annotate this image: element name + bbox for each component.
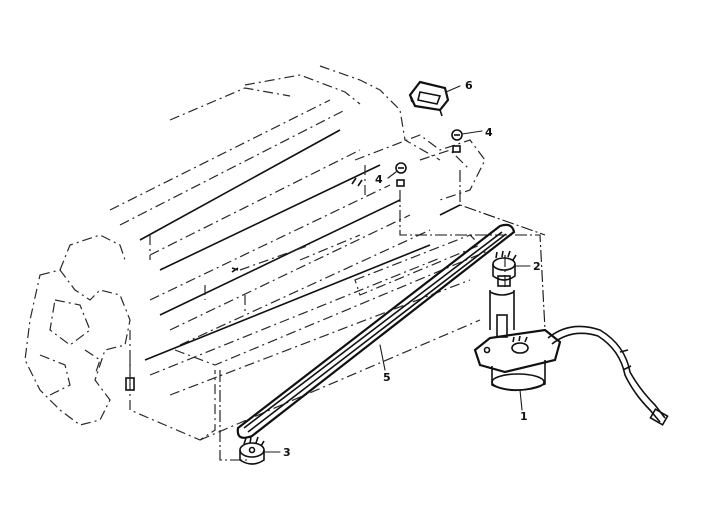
- stepper-motor: [473, 290, 669, 426]
- callout-idler-pulley: 3: [283, 446, 291, 459]
- callout-screw-left: 4: [375, 173, 383, 186]
- idler-pulley: [239, 436, 265, 465]
- callout-clip: 6: [465, 79, 473, 92]
- screw-right-group: [451, 129, 463, 153]
- screw-left-group: [395, 162, 407, 187]
- motor-pulley: [492, 250, 517, 287]
- timing-belt: [236, 223, 516, 439]
- callout-motor: 1: [520, 410, 528, 423]
- printer-frame: [24, 65, 491, 441]
- leader-lines: [264, 85, 531, 453]
- callout-screw-right: 4: [485, 126, 493, 139]
- callout-timing-belt: 5: [383, 371, 391, 384]
- callout-motor-pulley: 2: [533, 260, 541, 273]
- clip-bracket: [408, 80, 450, 117]
